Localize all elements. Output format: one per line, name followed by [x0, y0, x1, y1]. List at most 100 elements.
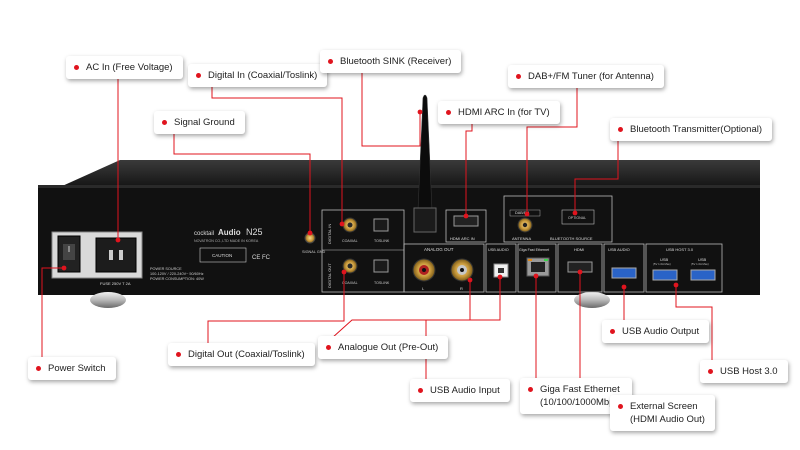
brand-large: Audio	[218, 228, 241, 237]
foot-left	[90, 292, 126, 308]
callout-dab-fm: DAB+/FM Tuner (for Antenna)	[508, 65, 664, 88]
bullet-icon	[74, 65, 79, 70]
callout-analogue-out-text: Analogue Out (Pre-Out)	[338, 342, 439, 353]
bullet-icon	[162, 120, 167, 125]
bullet-icon	[196, 73, 201, 78]
callout-giga-ethernet-text: Giga Fast Ethernet (10/100/1000Mbps)	[540, 383, 622, 409]
leader-dab-fm	[526, 84, 578, 214]
leader-bt-transmitter	[574, 139, 619, 213]
dab-fm-label: DAB/FM	[515, 211, 529, 215]
toslink-in-port[interactable]	[373, 218, 389, 232]
bullet-icon	[610, 329, 615, 334]
callout-bt-sink: Bluetooth SINK (Receiver)	[320, 50, 462, 73]
caution-text: CAUTION	[212, 253, 232, 258]
foot-middle	[574, 292, 610, 308]
bullet-icon	[618, 404, 623, 409]
compliance-marks: CE FC	[252, 255, 271, 261]
usb-audio-out-port[interactable]	[611, 267, 637, 279]
bullet-icon	[528, 387, 533, 392]
callout-external-screen-text: External Screen (HDMI Audio Out)	[630, 400, 705, 426]
callout-digital-out-text: Digital Out (Coaxial/Toslink)	[188, 349, 305, 360]
chassis-rear	[38, 185, 760, 295]
callout-external-screen-line1: External Screen	[630, 401, 698, 412]
bullet-icon	[418, 388, 423, 393]
callout-digital-in-text: Digital In (Coaxial/Toslink)	[208, 70, 318, 81]
callout-bt-transmitter-text: Bluetooth Transmitter(Optional)	[630, 124, 763, 135]
callout-external-screen-line2: (HDMI Audio Out)	[630, 414, 705, 425]
toslink-in-label: TOSLINK	[374, 239, 390, 243]
usb-host-port-2[interactable]	[690, 269, 716, 281]
callout-ac-in: AC In (Free Voltage)	[66, 56, 183, 79]
bullet-icon	[328, 59, 333, 64]
leader-digital-out	[207, 272, 345, 350]
signal-gnd-label: SIGNAL GND	[302, 250, 326, 254]
ethernet-panel-label: Giga Fast Ethernet	[519, 248, 549, 252]
power-spec-0: POWER SOURCE	[150, 267, 182, 271]
callout-giga-ethernet-line2: (10/100/1000Mbps)	[540, 397, 623, 408]
callout-analogue-out: Analogue Out (Pre-Out)	[318, 336, 449, 359]
leader-usb-host	[675, 285, 713, 370]
ac-inlet[interactable]	[95, 237, 137, 273]
bt-source-slot[interactable]	[561, 209, 595, 225]
bullet-icon	[618, 127, 623, 132]
leader-digital-in	[211, 83, 343, 222]
callout-power-switch: Power Switch	[28, 357, 116, 380]
model-name: N25	[246, 227, 263, 237]
maker-line: NOVATRON CO.,LTD MADE IN KOREA	[194, 239, 259, 243]
optional-label: OPTIONAL	[568, 216, 586, 220]
callout-power-switch-text: Power Switch	[48, 363, 106, 374]
analog-out-frame	[403, 243, 485, 293]
callout-usb-host: USB Host 3.0	[700, 360, 788, 383]
bt-sink-antenna	[417, 94, 433, 211]
usb-host-1-label: USB	[660, 257, 669, 262]
fuse-label: FUSE 250V T 2A	[100, 281, 131, 286]
caution-box	[199, 247, 247, 263]
leader-signal-ground	[173, 121, 311, 233]
leader-endpoints	[61, 109, 679, 290]
power-spec-1: 100-120V / 220-240V~ 50/60Hz	[150, 272, 204, 276]
callout-signal-ground-text: Signal Ground	[174, 117, 235, 128]
antenna-label: ANTENNA	[512, 236, 531, 241]
digital-out-label: DIGITAL OUT	[327, 263, 332, 288]
coaxial-out-label: COAXIAL	[342, 281, 358, 285]
coaxial-in-label: COAXIAL	[342, 239, 358, 243]
bt-source-label: BLUETOOTH SOURCE	[550, 236, 593, 241]
callout-ac-in-text: AC In (Free Voltage)	[86, 62, 173, 73]
analog-r-label: R	[460, 286, 463, 291]
usb-host-port-1[interactable]	[652, 269, 678, 281]
callout-giga-ethernet-line1: Giga Fast Ethernet	[540, 384, 620, 395]
bullet-icon	[516, 74, 521, 79]
hdmi-arc-in-label: HDMI ARC IN	[450, 236, 475, 241]
bullet-icon	[176, 352, 181, 357]
usb-audio-out-label: USB AUDIO	[608, 247, 630, 252]
callout-external-screen: External Screen (HDMI Audio Out)	[610, 395, 715, 431]
antenna-frame	[503, 195, 613, 243]
callout-hdmi-arc: HDMI ARC In (for TV)	[438, 101, 560, 124]
usb-audio-in-label: USB AUDIO	[488, 248, 509, 252]
chassis-top	[60, 160, 760, 187]
brand-small: cocktail	[194, 231, 214, 237]
bullet-icon	[36, 366, 41, 371]
leader-analogue-out	[321, 280, 471, 348]
usb-host-2-sublabel: (5V 1.0A Max)	[691, 262, 709, 266]
usb-host-2-label: USB	[698, 257, 707, 262]
hdmi-panel-label: HDMI	[574, 247, 584, 252]
ethernet-frame	[517, 243, 557, 293]
callout-dab-fm-text: DAB+/FM Tuner (for Antenna)	[528, 71, 654, 82]
callout-hdmi-arc-text: HDMI ARC In (for TV)	[458, 107, 550, 118]
analog-l-label: L	[422, 286, 425, 291]
digital-in-label: DIGITAL IN	[327, 224, 332, 244]
callout-usb-audio-input: USB Audio Input	[410, 379, 510, 402]
callout-usb-audio-output-text: USB Audio Output	[622, 326, 700, 337]
callout-digital-out: Digital Out (Coaxial/Toslink)	[168, 343, 315, 366]
callout-usb-host-text: USB Host 3.0	[720, 366, 778, 377]
toslink-out-port[interactable]	[373, 259, 389, 273]
usb-host-1-sublabel: (5V 1.0A Max)	[653, 262, 671, 266]
power-spec-2: POWER CONSUMPTION: 40W	[150, 277, 204, 281]
callout-bt-transmitter: Bluetooth Transmitter(Optional)	[610, 118, 773, 141]
leader-bt-sink	[361, 70, 421, 147]
bullet-icon	[708, 369, 713, 374]
usb-host-panel-label: USB HOST 3.0	[666, 247, 694, 252]
toslink-out-label: TOSLINK	[374, 281, 390, 285]
